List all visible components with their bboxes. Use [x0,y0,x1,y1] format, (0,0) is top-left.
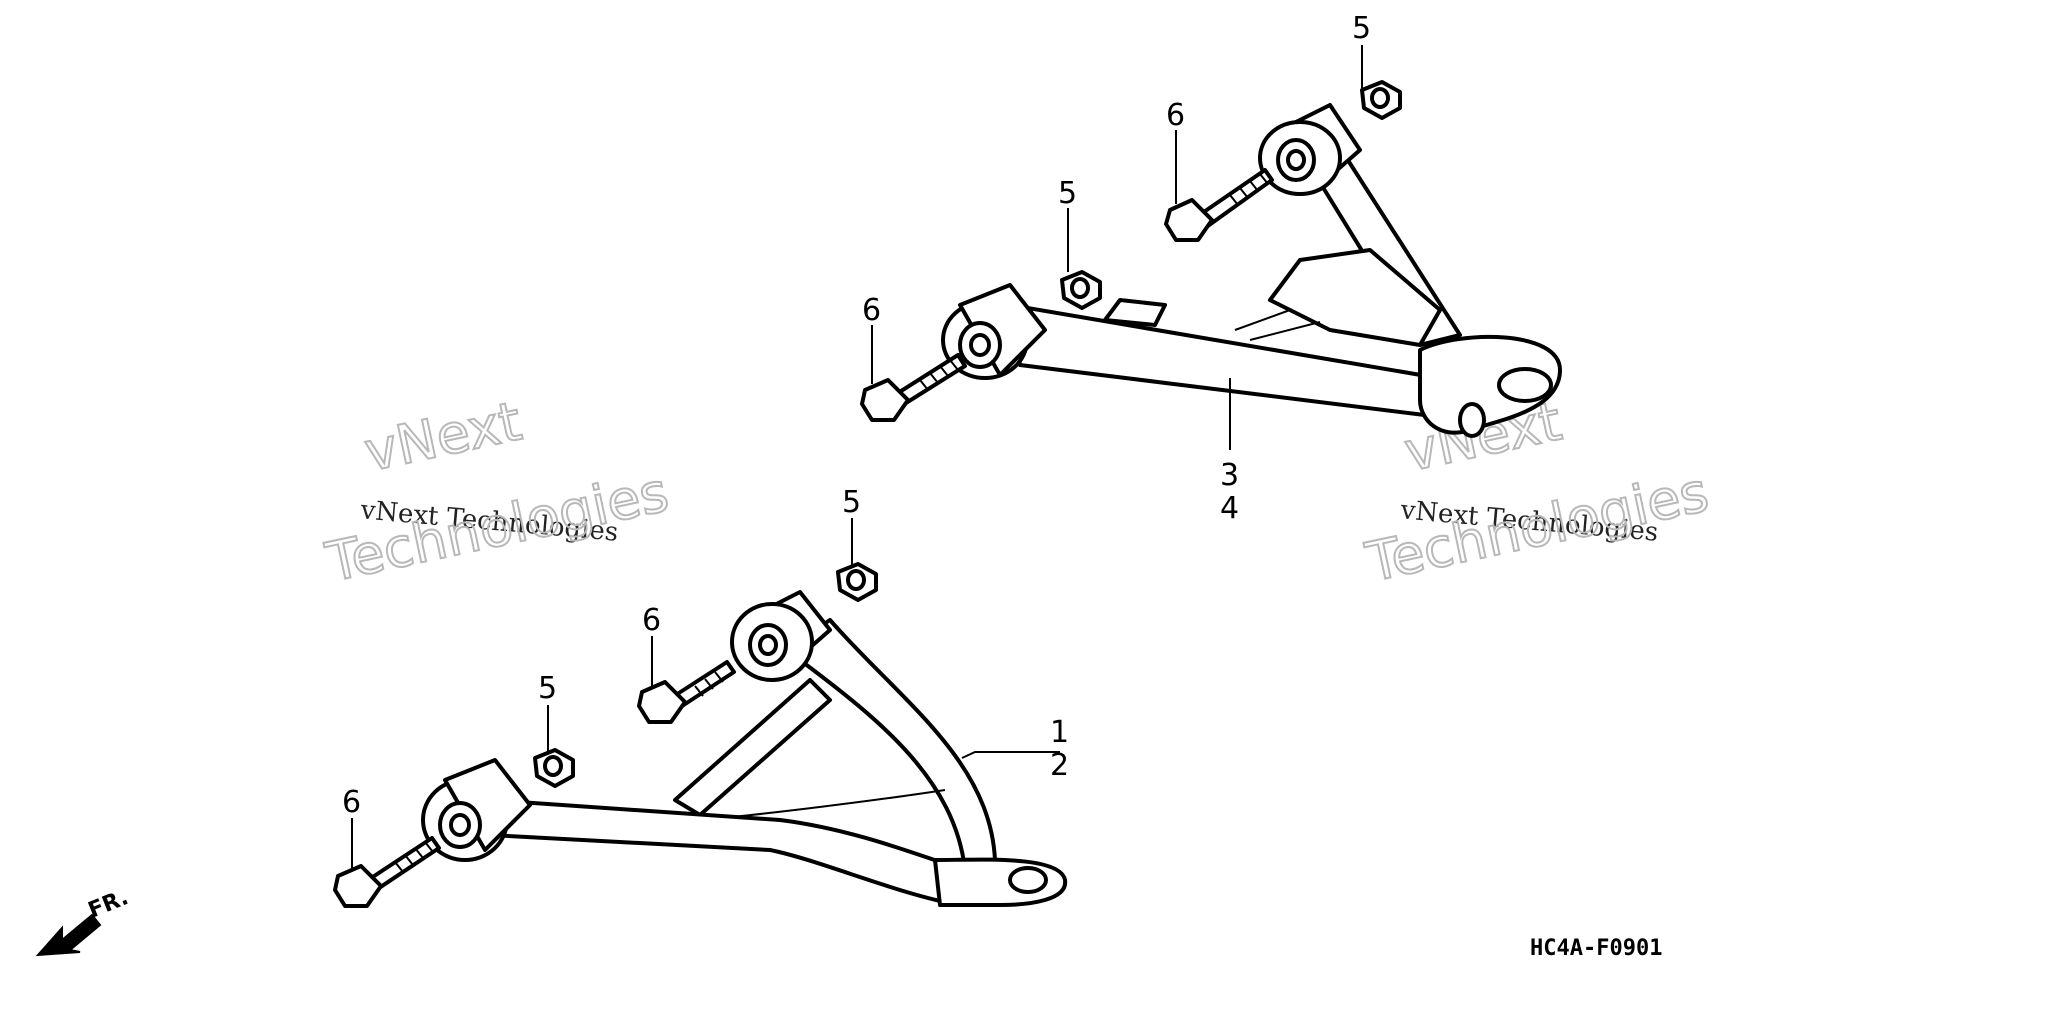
upper-nut-left [1060,270,1102,310]
upper-bolt-left [860,353,967,422]
front-label: FR. [85,885,132,923]
watermark-line1: vNext [359,389,526,483]
front-direction-indicator: FR. [35,885,132,957]
callout-lower-arm-a: 1 [1050,715,1069,750]
callout-upper-bolt-left: 6 [862,293,881,328]
diagram-code: HC4A-F0901 [1530,936,1662,961]
callout-upper-arm-b: 4 [1220,491,1239,526]
lower-nut-left [533,748,575,788]
lower-bolt-right [637,660,736,724]
callout-upper-bolt-right: 6 [1166,98,1185,133]
callout-upper-arm-a: 3 [1220,458,1239,493]
upper-nut-right [1360,80,1402,120]
lower-arm [421,590,1068,907]
leader-line [961,751,1060,759]
callout-lower-nut-left: 5 [538,671,557,706]
watermark-left: vNext vNext Technologies Technologies [319,388,674,595]
upper-bolt-right [1164,168,1274,242]
callout-lower-bolt-right: 6 [642,603,661,638]
callout-lower-bolt-left: 6 [342,785,361,820]
callout-upper-nut-right: 5 [1352,11,1371,46]
callout-upper-nut-left: 5 [1058,176,1077,211]
callout-lower-arm-b: 2 [1050,748,1069,783]
lower-nut-right [836,562,878,602]
callout-lower-nut-right: 5 [842,485,861,520]
upper-arm [941,103,1562,438]
lower-bolt-left [333,836,441,908]
front-arrow-icon [35,913,102,957]
